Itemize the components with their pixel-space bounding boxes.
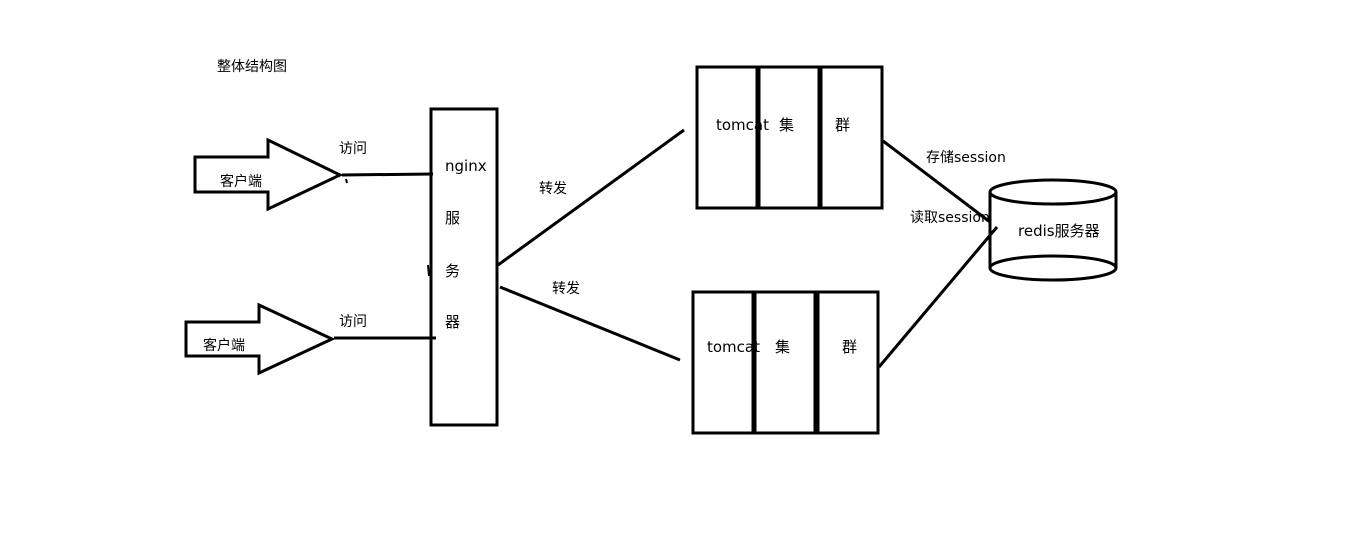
tomcat-2-char-1: 集: [775, 338, 791, 356]
client-arrow-2: [184, 302, 336, 376]
client-1-label: 客户端: [220, 174, 262, 190]
tomcat-cluster-2-cell-2: [753, 290, 817, 435]
access-line-1: [341, 172, 434, 177]
store-session-line: [882, 139, 991, 224]
stray-tick-2: [427, 264, 430, 277]
forward-line-2: [499, 285, 681, 362]
nginx-char-2: 务: [445, 262, 461, 280]
store-session-label: 存储session: [926, 150, 1006, 166]
nginx-label: nginx: [445, 157, 487, 175]
access-2-label: 访问: [339, 314, 367, 330]
forward-2-label: 转发: [552, 281, 580, 297]
stray-tick-1: [345, 178, 348, 184]
forward-1-label: 转发: [539, 181, 567, 197]
tomcat-1-char-1: 集: [779, 116, 795, 134]
read-session-line: [877, 226, 999, 368]
tomcat-cluster-2-cell-3: [816, 290, 880, 435]
tomcat-1-char-2: 群: [835, 116, 851, 134]
tomcat-1-label: tomcat: [716, 116, 769, 134]
tomcat-cluster-1-cell-2: [757, 65, 821, 210]
redis-cylinder: [988, 178, 1118, 282]
nginx-char-1: 服: [445, 209, 461, 227]
forward-line-1: [497, 128, 685, 267]
tomcat-cluster-1-cell-1: [695, 65, 759, 210]
client-2-label: 客户端: [203, 338, 245, 354]
tomcat-2-label: tomcat: [707, 338, 760, 356]
nginx-char-3: 器: [445, 313, 461, 331]
tomcat-cluster-2-cell-1: [691, 290, 755, 435]
access-1-label: 访问: [339, 141, 367, 157]
nginx-server-box: [429, 107, 499, 427]
read-session-label: 读取session: [910, 210, 990, 226]
tomcat-2-char-2: 群: [842, 338, 858, 356]
tomcat-cluster-1-cell-3: [819, 65, 884, 210]
client-arrow-1: [193, 137, 344, 212]
diagram-title: 整体结构图: [217, 59, 287, 75]
redis-server-label: redis服务器: [1018, 222, 1100, 240]
